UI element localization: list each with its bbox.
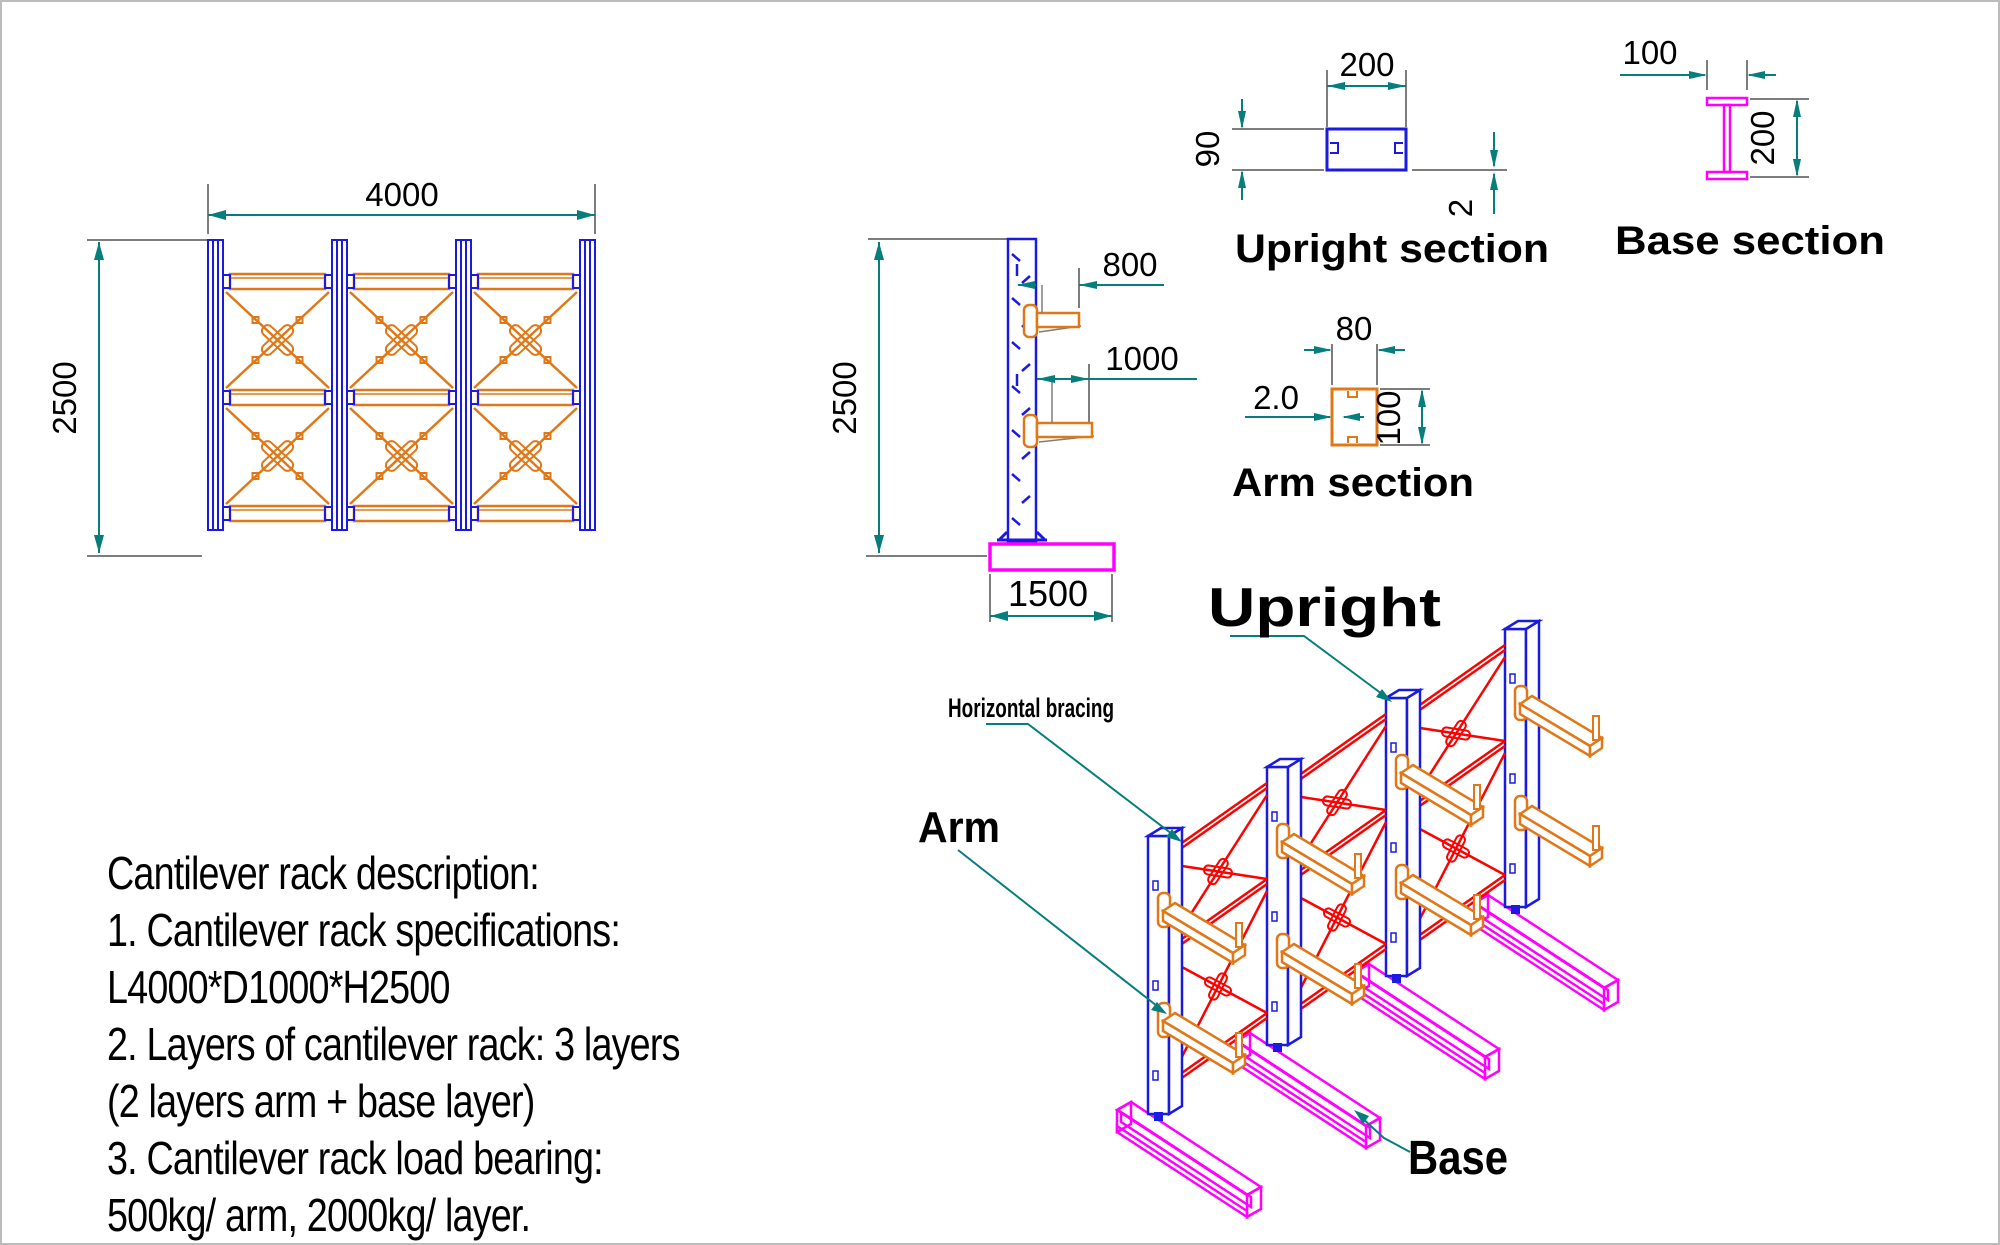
turnbuckles — [251, 316, 552, 480]
iso-view: Upright Horizontal bracing Arm Base — [918, 576, 1621, 1220]
upright-thickness-dim-text: 2 — [1442, 199, 1479, 217]
front-horizontal-rails — [222, 272, 581, 523]
upright-height-dimension: 90 — [1189, 99, 1246, 200]
side-extension-lines — [866, 238, 1113, 622]
iso-arm-label: Arm — [918, 803, 1000, 852]
side-arm-top-dimension: 800 — [1017, 246, 1164, 289]
iso-arm — [1275, 822, 1367, 1007]
description-line: L4000*D1000*H2500 — [107, 961, 450, 1013]
upright-section-profile — [1325, 127, 1408, 172]
side-arms — [1022, 285, 1095, 449]
upright-section: 200 90 2 Upright section — [1189, 46, 1549, 271]
front-uprights — [207, 239, 596, 531]
side-view: 2500 800 — [826, 237, 1197, 622]
base-height-dimension: 200 — [1744, 99, 1801, 177]
upright-thickness-dimension: 2 — [1442, 132, 1498, 217]
arm-section: 80 2.0 100 Arm section — [1232, 310, 1474, 505]
base-height-dim-text: 200 — [1744, 110, 1781, 165]
description-line: (2 layers arm + base layer) — [107, 1075, 535, 1127]
iso-horizontal-bracing-label: Horizontal bracing — [948, 693, 1114, 723]
upright-width-dimension: 200 — [1327, 46, 1406, 90]
upright-section-label: Upright section — [1235, 227, 1549, 271]
base-section-label: Base section — [1615, 219, 1885, 263]
iso-upright-label: Upright — [1208, 576, 1441, 638]
base-width-dimension: 100 — [1620, 34, 1776, 79]
description-block: Cantilever rack description: 1. Cantilev… — [107, 845, 730, 1243]
front-width-dim-text: 4000 — [365, 176, 438, 213]
iso-column3 — [1352, 687, 1502, 1082]
upright-section-extension-lines — [1232, 70, 1507, 171]
side-arm-bottom-dim-text: 1000 — [1105, 340, 1178, 377]
iso-arm — [1394, 753, 1486, 938]
side-upright-column — [997, 237, 1047, 544]
arm-height-dimension: 100 — [1370, 389, 1426, 446]
arm-height-dim-text: 100 — [1370, 390, 1407, 445]
side-height-dimension: 2500 — [826, 242, 884, 553]
arm-width-dimension: 80 — [1304, 310, 1405, 354]
base-section-profile — [1705, 96, 1749, 181]
iso-base-label: Base — [1408, 1132, 1508, 1185]
arm-section-lips — [1347, 391, 1358, 443]
iso-column4 — [1471, 618, 1621, 1013]
front-base-feet — [199, 529, 605, 565]
iso-column2 — [1233, 756, 1383, 1151]
side-base-dim-text: 1500 — [1008, 573, 1088, 614]
upright-height-dim-text: 90 — [1189, 131, 1226, 168]
arm-width-dim-text: 80 — [1336, 310, 1373, 347]
side-arm-bottom-dimension: 1000 — [1037, 340, 1197, 383]
description-line: 1. Cantilever rack specifications: — [107, 904, 621, 956]
iso-arm — [1513, 684, 1605, 869]
iso-labels: Upright Horizontal bracing Arm Base — [918, 576, 1508, 1185]
side-base-dimension: 1500 — [990, 573, 1112, 621]
upright-section-lips — [1330, 142, 1403, 154]
description-line: Cantilever rack description: — [107, 847, 540, 899]
iso-column1 — [1114, 825, 1264, 1220]
description-line: 3. Cantilever rack load bearing: — [107, 1132, 604, 1184]
side-base-beam — [988, 542, 1116, 572]
description-line: 2. Layers of cantilever rack: 3 layers — [107, 1018, 680, 1070]
front-x-bracing — [225, 291, 578, 505]
front-height-dimension: 2500 — [46, 242, 104, 553]
upright-width-dim-text: 200 — [1339, 46, 1394, 83]
side-height-dim-text: 2500 — [826, 361, 863, 434]
arm-thickness-dim-text: 2.0 — [1253, 379, 1299, 416]
base-width-dim-text: 100 — [1622, 34, 1677, 71]
rail-end-brackets — [222, 274, 581, 521]
base-section: 100 200 Base section — [1615, 34, 1885, 263]
description-line: 500kg/ arm, 2000kg/ layer. — [107, 1189, 531, 1241]
arm-section-label: Arm section — [1232, 461, 1474, 505]
arm-section-extension-lines — [1331, 344, 1430, 446]
iso-bracing-bay3 — [1405, 643, 1507, 951]
front-height-dim-text: 2500 — [46, 361, 83, 434]
front-extension-lines — [87, 184, 596, 557]
front-width-dimension: 4000 — [208, 176, 595, 220]
front-view: 4000 2500 — [46, 176, 605, 565]
side-arm-top-dim-text: 800 — [1102, 246, 1157, 283]
arm-thickness-dimension: 2.0 — [1245, 379, 1364, 421]
